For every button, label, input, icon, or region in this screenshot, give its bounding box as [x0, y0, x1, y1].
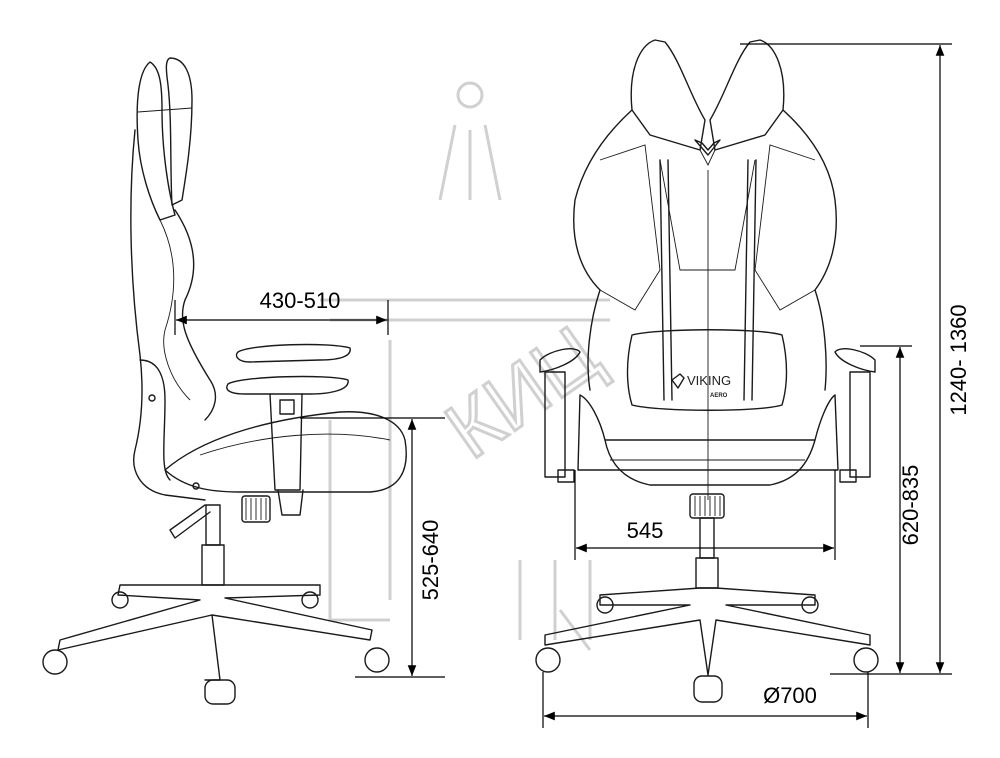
chair-side-view	[42, 57, 407, 705]
logo-brand: VIKING	[687, 373, 731, 388]
total-height-label: 1240- 1360	[946, 304, 971, 415]
watermark-text: КИЦ	[430, 308, 615, 475]
dimension-armrest-height: 620-835	[860, 345, 923, 673]
dimension-seat-height: 525-640	[300, 417, 445, 678]
dimension-seat-width: 545	[574, 470, 836, 560]
base-diameter-label: Ø700	[763, 683, 817, 708]
logo-model: AERO	[710, 393, 728, 399]
dimension-total-height: 1240- 1360	[740, 43, 971, 675]
armrest-height-label: 620-835	[898, 465, 923, 546]
dimension-seat-depth: 430-510	[174, 288, 389, 335]
watermark: КИЦ	[320, 81, 616, 651]
chair-front-view: VIKING AERO	[535, 39, 879, 703]
seat-width-label: 545	[627, 518, 664, 543]
dimension-base-diameter: Ø700	[542, 672, 869, 728]
seat-height-label: 525-640	[418, 520, 443, 601]
seat-depth-label: 430-510	[260, 288, 341, 313]
